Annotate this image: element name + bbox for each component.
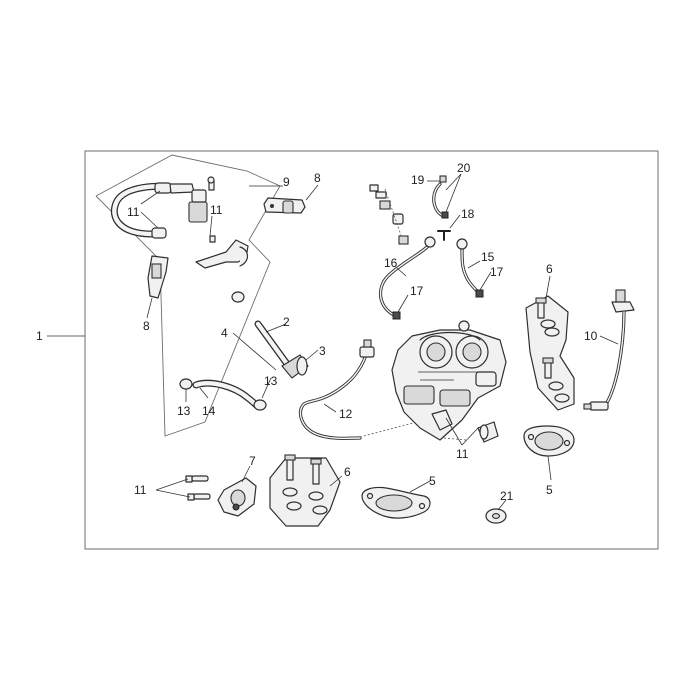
callout-5-right: 5 [546, 483, 553, 497]
callout-11-screws: 11 [134, 483, 147, 497]
callout-5-lower: 5 [429, 474, 436, 488]
callout-14: 14 [202, 404, 216, 418]
leader-11a [140, 190, 161, 205]
callout-20: 20 [457, 161, 471, 175]
leader-15 [467, 260, 481, 269]
fitting-route [384, 188, 403, 239]
throttle-cable [298, 339, 375, 440]
washer [485, 508, 507, 524]
leader-5b [547, 455, 552, 481]
sensor-top [263, 197, 306, 214]
leader-11c2 [461, 427, 479, 446]
callout-11-bolt: 11 [210, 203, 223, 217]
leader-16 [396, 267, 407, 277]
hose-bracket [195, 239, 249, 303]
callout-16: 16 [384, 256, 398, 270]
callout-13-right: 13 [264, 374, 278, 388]
callout-1: 1 [36, 329, 43, 343]
leader-4 [232, 332, 277, 371]
callout-11-hose: 11 [127, 205, 140, 219]
leader-11a2 [140, 211, 159, 229]
leader-21 [497, 499, 507, 511]
leader-11b [209, 215, 213, 237]
leader-10 [599, 335, 619, 345]
leader-5a [409, 480, 431, 493]
leader-17a [397, 294, 409, 313]
callout-10: 10 [584, 329, 598, 343]
fuel-hose-right [456, 238, 484, 298]
leader-3 [305, 349, 319, 361]
leader-11d [155, 478, 189, 491]
leader-8a [146, 297, 153, 319]
fuel-fittings [369, 175, 451, 245]
callout-17-left: 17 [410, 284, 424, 298]
callout-15: 15 [481, 250, 495, 264]
callout-19: 19 [411, 173, 425, 187]
leader-12 [323, 403, 337, 413]
leader-17b [479, 271, 492, 291]
gasket-right [523, 425, 575, 457]
callout-13-left: 13 [177, 404, 191, 418]
leader-11d2 [155, 489, 191, 498]
lower-hose [179, 378, 267, 411]
breather-hose [110, 176, 216, 243]
throttle-position-sensor [185, 475, 257, 517]
leader-2 [265, 323, 287, 333]
callout-8-top: 8 [314, 171, 321, 185]
leader-11c [445, 417, 463, 446]
leader-8b [305, 184, 319, 201]
callout-9: 9 [283, 175, 290, 189]
pipe-assembly [254, 320, 309, 379]
leader-6a [545, 275, 551, 299]
mounting-bracket-lower [269, 454, 341, 527]
callout-12: 12 [339, 407, 353, 421]
callout-4: 4 [221, 326, 228, 340]
fuel-hose-left [378, 236, 436, 320]
callout-11-body: 11 [456, 447, 469, 461]
sensor-left [147, 255, 169, 299]
leader-20a [445, 173, 462, 191]
temperature-sensor [583, 289, 635, 411]
callout-2: 2 [283, 315, 290, 329]
mounting-bracket-right [525, 295, 575, 411]
callout-8-left: 8 [143, 319, 150, 333]
callout-7: 7 [249, 454, 256, 468]
leader-7 [241, 465, 251, 483]
callout-18: 18 [461, 207, 475, 221]
throttle-body [391, 320, 507, 443]
subgroup-outline [95, 154, 281, 437]
leader-6b [329, 475, 343, 487]
gasket-lower [361, 486, 431, 519]
leader-13b [261, 377, 272, 399]
callout-17-right: 17 [490, 265, 504, 279]
callout-6-right: 6 [546, 262, 553, 276]
leader-20b [445, 173, 462, 213]
callout-6-lower: 6 [344, 465, 351, 479]
leader-18 [449, 214, 461, 229]
callout-21: 21 [500, 489, 514, 503]
assembly-frame [84, 150, 659, 550]
callout-3: 3 [319, 344, 326, 358]
cable-route [359, 417, 433, 438]
leader-14 [199, 387, 209, 399]
